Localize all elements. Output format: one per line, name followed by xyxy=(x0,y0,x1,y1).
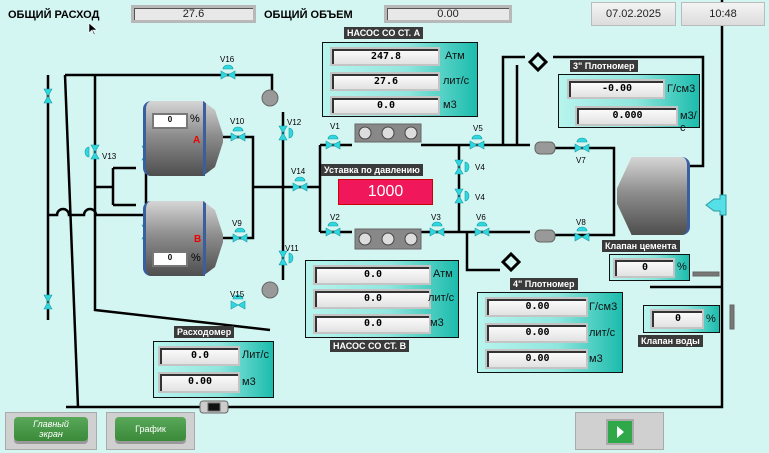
setpoint-label: Уставка по давлению xyxy=(321,164,423,176)
cement-tank xyxy=(617,157,690,235)
pump-a-panel: 247.8 Атм 27.6 лит/с 0.0 м3 xyxy=(322,42,478,117)
valve-label-v8: V8 xyxy=(576,218,586,227)
valve-label-v6: V6 xyxy=(476,213,486,222)
flowmeter-volume: 0.00 xyxy=(158,372,240,393)
unit: % xyxy=(191,252,201,264)
densitometer-3-density: -0.00 xyxy=(567,79,665,99)
total-flow-value: 27.6 xyxy=(131,5,256,23)
valve-label-v3: V3 xyxy=(431,213,441,222)
unit: м3 xyxy=(443,99,457,111)
unit: Атм xyxy=(445,50,465,62)
pump-a-volume: 0.0 xyxy=(330,96,440,115)
densitometer-3-title: 3" Плотномер xyxy=(570,60,638,72)
valve-label-v5: V5 xyxy=(473,124,483,133)
date-display: 07.02.2025 xyxy=(591,2,676,26)
densitometer-4-density: 0.00 xyxy=(485,297,588,317)
pump-a-title: НАСОС СО СТ. А xyxy=(344,27,424,39)
total-volume-value: 0.00 xyxy=(384,5,512,23)
pump-b-pressure: 0.0 xyxy=(313,265,431,285)
tank-a-level: 0 xyxy=(152,113,188,129)
valve-label-v2: V2 xyxy=(330,213,340,222)
unit: Г/см3 xyxy=(667,83,696,95)
chart-button-label: График xyxy=(115,417,186,441)
valve-label-v4a: V4 xyxy=(475,163,485,172)
flowmeter-title: Расходомер xyxy=(174,326,235,338)
main-screen-button[interactable]: Главный экран xyxy=(5,412,97,450)
valve-label-v15: V15 xyxy=(230,290,245,299)
valve-label-v1: V1 xyxy=(330,122,340,131)
water-valve-panel: 0 % xyxy=(643,305,720,333)
pump-b-volume: 0.0 xyxy=(313,314,431,334)
cement-valve-label: Клапан цемента xyxy=(602,240,680,252)
flowmeter-panel: 0.0 Лит/с 0.00 м3 xyxy=(153,341,274,398)
cement-valve-panel: 0 % xyxy=(609,254,690,281)
valve-label-v9: V9 xyxy=(232,219,242,228)
main-screen-button-label: Главный экран xyxy=(14,417,88,441)
time-display: 10:48 xyxy=(681,2,765,26)
unit: лит/с xyxy=(443,75,470,87)
pump-b-flow: 0.0 xyxy=(313,289,431,309)
unit: % xyxy=(677,261,687,273)
unit: % xyxy=(706,313,716,325)
unit: м3 xyxy=(430,317,444,329)
valve-label-v10: V10 xyxy=(230,117,245,126)
water-valve-value: 0 xyxy=(650,309,704,329)
setpoint-input[interactable]: 1000 xyxy=(338,179,433,205)
unit: лит/с xyxy=(589,327,616,339)
play-icon xyxy=(606,419,634,445)
total-volume-label: ОБЩИЙ ОБЪЕМ xyxy=(264,9,353,21)
unit: Лит/с xyxy=(242,349,269,361)
valve-label-v13: V13 xyxy=(102,152,117,161)
pump-b-panel: 0.0 Атм 0.0 лит/с 0.0 м3 xyxy=(305,260,459,338)
tank-b-cone xyxy=(203,201,223,276)
unit: м3 xyxy=(589,353,603,365)
unit: лит/с xyxy=(428,292,455,304)
tank-a-name: A xyxy=(193,135,201,146)
valve-label-v4b: V4 xyxy=(475,193,485,202)
pump-b-title: НАСОС СО СТ. В xyxy=(330,340,410,352)
densitometer-3-panel: -0.00 Г/см3 0.000 м3/с xyxy=(558,74,700,134)
unit: Г/см3 xyxy=(589,301,618,313)
densitometer-4-volume: 0.00 xyxy=(485,349,588,369)
unit: % xyxy=(190,113,200,125)
unit: м3/с xyxy=(680,110,697,134)
tank-a-cone xyxy=(203,101,223,176)
unit: Атм xyxy=(433,268,453,280)
play-button[interactable] xyxy=(575,412,664,450)
tank-b-level: 0 xyxy=(152,251,188,267)
valve-label-v14: V14 xyxy=(291,167,306,176)
chart-button[interactable]: График xyxy=(106,412,195,450)
tank-b-name: B xyxy=(194,234,202,245)
pump-a-pressure: 247.8 xyxy=(330,47,440,66)
densitometer-4-panel: 0.00 Г/см3 0.00 лит/с 0.00 м3 xyxy=(477,292,623,373)
valve-label-v7: V7 xyxy=(576,156,586,165)
water-valve-label: Клапан воды xyxy=(638,335,703,347)
mouse-cursor-icon xyxy=(88,22,98,36)
densitometer-4-title: 4" Плотномер xyxy=(510,278,578,290)
valve-label-v11: V11 xyxy=(285,244,299,253)
densitometer-3-rate: 0.000 xyxy=(575,106,678,126)
cement-valve-value: 0 xyxy=(613,258,675,278)
valve-label-v12: V12 xyxy=(287,118,302,127)
unit: м3 xyxy=(242,376,256,388)
densitometer-4-flow: 0.00 xyxy=(485,323,588,343)
total-flow-label: ОБЩИЙ РАСХОД xyxy=(8,9,100,21)
flowmeter-rate: 0.0 xyxy=(158,346,240,366)
pump-a-flow: 27.6 xyxy=(330,72,440,91)
valve-label-v16: V16 xyxy=(220,55,235,64)
